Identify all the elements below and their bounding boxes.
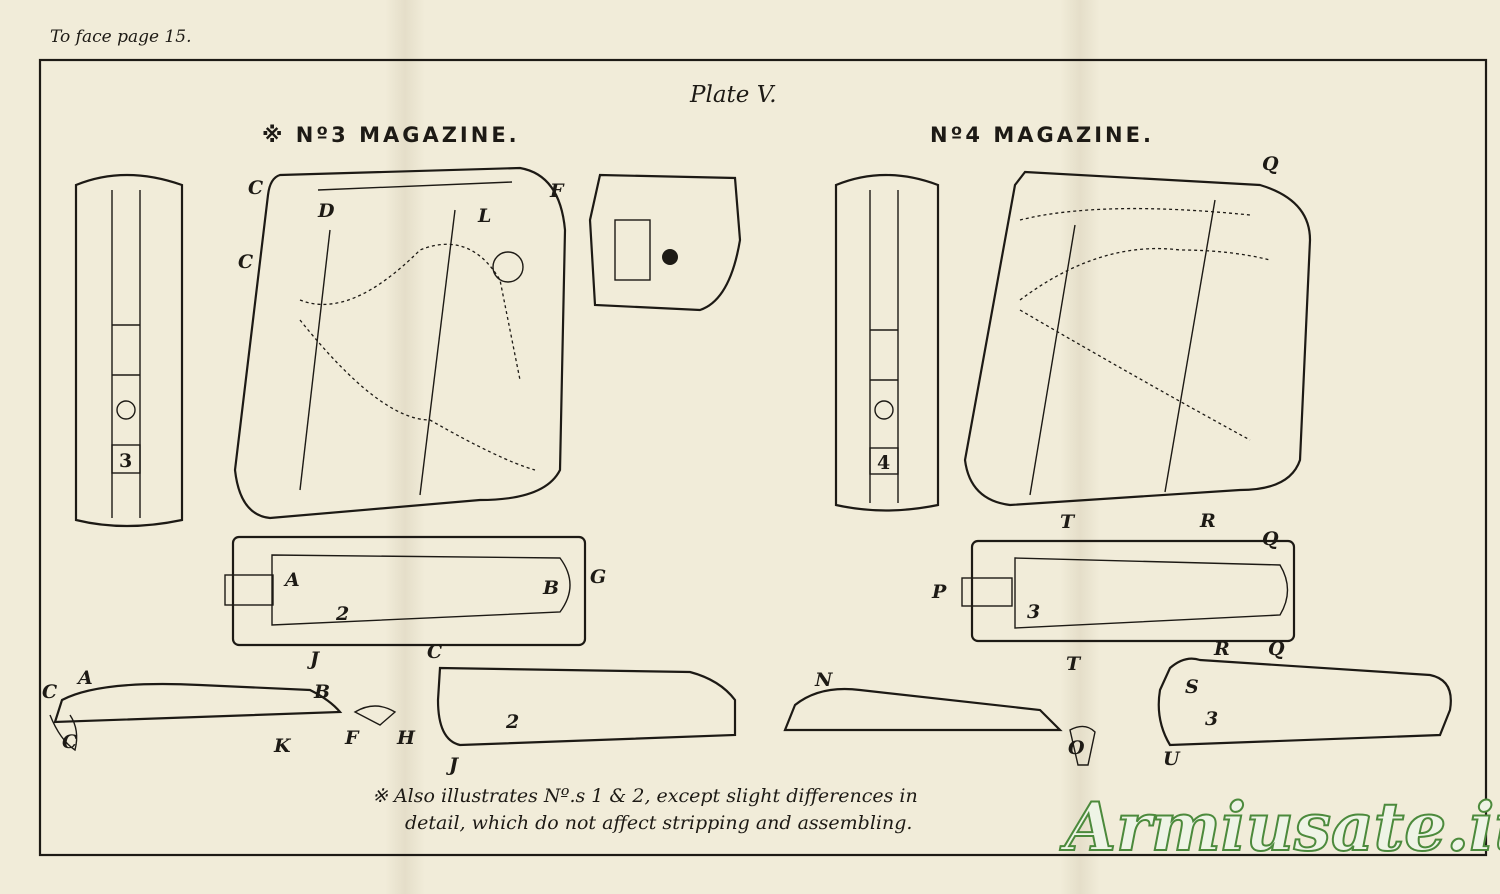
label: O <box>1068 737 1085 759</box>
label: T <box>1066 653 1082 675</box>
label: R <box>1213 638 1230 660</box>
magazine-number-3: 3 <box>119 450 132 472</box>
label: J <box>307 648 321 670</box>
magazine-number-4: 4 <box>877 452 890 474</box>
label: H <box>396 727 416 749</box>
paper-fold <box>385 0 425 894</box>
label: C <box>427 641 442 663</box>
label: 2 <box>505 711 519 733</box>
label: T <box>1060 511 1076 533</box>
label: J <box>446 754 460 776</box>
label: U <box>1163 748 1181 770</box>
label: C <box>42 681 57 703</box>
heading-no4-magazine: Nº4 MAGAZINE. <box>930 123 1154 147</box>
label: 3 <box>1205 708 1218 730</box>
label: 3 <box>1027 601 1040 623</box>
label: S <box>1185 676 1199 698</box>
label: G <box>590 566 606 588</box>
label: A <box>76 667 93 689</box>
label: Q <box>1262 528 1279 550</box>
no4-top-view: T R Q P 3 R Q T <box>931 510 1296 675</box>
no4-side-view: Q <box>963 153 1312 507</box>
heading-no3-magazine: ※ Nº3 MAGAZINE. <box>262 123 520 147</box>
footnote-line2: detail, which do not affect stripping an… <box>405 812 912 834</box>
no4-end-view: 4 <box>834 173 940 512</box>
label: C <box>238 251 253 273</box>
label: C <box>248 177 263 199</box>
no3-top-view: A B G J 2 <box>224 535 606 670</box>
label: B <box>313 681 330 703</box>
label: P <box>931 581 947 603</box>
label: L <box>477 205 491 227</box>
no3-side-view: C D C L F <box>233 166 742 520</box>
no3-parts: A C B C K F H C J 2 N O S 3 U <box>42 641 1452 776</box>
label: N <box>814 669 833 691</box>
label: B <box>542 577 559 599</box>
label: Q <box>1262 153 1279 175</box>
label: R <box>1199 510 1216 532</box>
plate-border <box>38 58 1488 857</box>
label: F <box>344 727 360 749</box>
label: 2 <box>335 603 349 625</box>
label: F <box>549 180 565 202</box>
label: K <box>273 735 292 757</box>
paper-fold <box>1060 0 1100 894</box>
footnote-line1: ※ Also illustrates Nº.s 1 & 2, except sl… <box>372 785 918 807</box>
label: D <box>317 200 335 222</box>
label: Q <box>1268 638 1285 660</box>
page-note: To face page 15. <box>50 27 191 47</box>
no3-end-view: 3 <box>74 173 184 528</box>
watermark: Armiusate.it <box>1059 788 1500 866</box>
plate-title: Plate V. <box>689 82 777 108</box>
label: A <box>283 569 300 591</box>
label: C <box>62 731 77 753</box>
